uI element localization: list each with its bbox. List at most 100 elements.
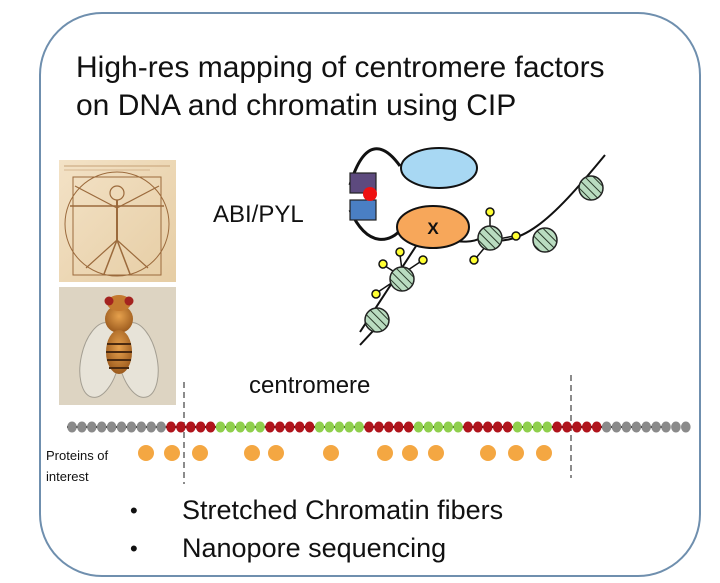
dna-bead-gray (621, 421, 632, 433)
bullet-dot-2: • (130, 536, 138, 561)
nucleosome (578, 175, 604, 201)
title-line-2: on DNA and chromatin using CIP (76, 89, 516, 122)
nucleosome (477, 225, 503, 251)
dna-bead-red (304, 421, 315, 433)
dna-bead-red (582, 421, 592, 433)
dna-bead-gray (671, 421, 681, 433)
dna-bead-red (285, 421, 295, 433)
dna-bead-green (324, 421, 335, 433)
fruit-fly-image (59, 287, 176, 405)
abi-pyl-label: ABI/PYL (213, 201, 304, 228)
dna-bead-red (403, 421, 414, 433)
dna-bead-red (473, 421, 483, 433)
dna-bead-green (413, 421, 424, 433)
nucleosome (389, 266, 415, 292)
dna-bead-gray (67, 421, 77, 433)
dna-bead-green (344, 421, 355, 433)
dna-bead-green (255, 421, 265, 433)
dna-bead-gray (106, 421, 117, 433)
protein-dot (377, 445, 393, 461)
dna-bead-gray (146, 421, 156, 433)
dna-bead-red (502, 421, 513, 433)
dna-bead-green (522, 421, 533, 433)
dna-bead-red (265, 421, 275, 433)
dna-bead-green (532, 421, 543, 433)
dna-bead-green (433, 421, 444, 433)
dna-bead-red (186, 421, 196, 433)
dna-bead-green (334, 421, 345, 433)
dna-bead-gray (601, 421, 612, 433)
protein-dot (536, 445, 552, 461)
proteins-label-line-1: Proteins of (46, 448, 109, 463)
protein-dot (244, 445, 260, 461)
dna-beads (67, 421, 691, 433)
protein-dot (323, 445, 339, 461)
dna-bead-gray (661, 421, 671, 433)
dna-bead-red (384, 421, 394, 433)
x-protein-label: X (427, 219, 439, 238)
dna-bead-red (195, 421, 206, 433)
dna-bead-gray (126, 421, 137, 433)
x-protein-oval (396, 205, 470, 249)
dna-bead-gray (681, 421, 691, 433)
dna-bead-green (354, 421, 364, 433)
title-line-1: High-res mapping of centromere factors (76, 51, 605, 84)
bullet-stretched-chromatin: Stretched Chromatin fibers (182, 495, 503, 525)
dna-bead-green (423, 421, 434, 433)
nucleosomes (364, 175, 604, 333)
dna-bead-red (572, 421, 582, 433)
dna-bead-red (294, 421, 305, 433)
bullet-dot-1: • (130, 498, 138, 523)
dna-bead-red (176, 421, 186, 433)
dna-bead-red (463, 421, 473, 433)
dna-bead-red (275, 421, 285, 433)
dna-bead-red (364, 421, 374, 433)
blue-pyl-box (349, 199, 377, 221)
protein-dot (480, 445, 496, 461)
dna-bead-red (166, 421, 176, 433)
blue-protein-oval (400, 147, 478, 189)
dna-bead-gray (631, 421, 642, 433)
dna-bead-gray (136, 421, 147, 433)
protein-dot (428, 445, 444, 461)
centromere-label: centromere (249, 372, 370, 399)
proteins-of-interest (138, 445, 552, 461)
dna-bead-green (542, 421, 552, 433)
dna-bead-green (215, 421, 226, 433)
bullet-nanopore: Nanopore sequencing (182, 533, 446, 563)
protein-dot (138, 445, 154, 461)
dna-bead-red (393, 421, 404, 433)
dna-bead-red (562, 421, 572, 433)
rounded-frame (39, 12, 701, 577)
dna-bead-gray (651, 421, 661, 433)
protein-dot (402, 445, 418, 461)
dna-bead-red (374, 421, 384, 433)
dna-bead-green (453, 421, 463, 433)
dna-bead-red (205, 421, 216, 433)
nucleosome (364, 307, 390, 333)
nucleosome (532, 227, 558, 253)
dna-bead-gray (96, 421, 107, 433)
dna-bead-gray (87, 421, 97, 433)
dna-bead-green (225, 421, 236, 433)
dna-bead-red (552, 421, 562, 433)
dna-bead-red (492, 421, 503, 433)
dna-bead-gray (611, 421, 622, 433)
dna-bead-red (591, 421, 602, 433)
dna-bead-green (245, 421, 255, 433)
dna-bead-red (483, 421, 493, 433)
red-ligand-dot (363, 187, 377, 201)
protein-dot (268, 445, 284, 461)
dna-bead-gray (156, 421, 166, 433)
dna-bead-green (314, 421, 325, 433)
dna-bead-gray (77, 421, 87, 433)
vitruvian-man-image (59, 160, 176, 282)
dna-bead-gray (116, 421, 127, 433)
dna-bead-green (443, 421, 454, 433)
dna-bead-green (235, 421, 246, 433)
dna-bead-gray (641, 421, 651, 433)
protein-dot (192, 445, 208, 461)
protein-dot (508, 445, 524, 461)
protein-dot (164, 445, 180, 461)
